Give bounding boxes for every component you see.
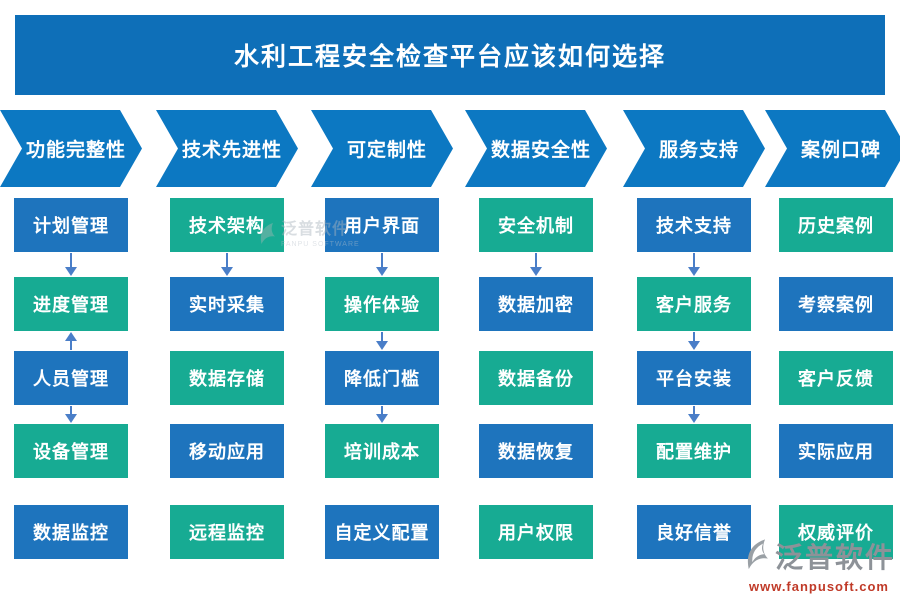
connector-gap	[765, 252, 900, 277]
connector-gap	[465, 252, 607, 277]
column-header-label: 案例口碑	[800, 140, 881, 161]
item-box: 数据监控	[14, 505, 128, 559]
column-header-chevron: 案例口碑	[765, 110, 900, 187]
down-arrow-icon	[374, 332, 390, 350]
item-box: 技术支持	[637, 198, 751, 252]
logo-name: 泛普软件	[774, 541, 895, 573]
item-box: 技术架构	[170, 198, 284, 252]
item-box: 客户反馈	[779, 351, 893, 405]
item-box: 培训成本	[325, 424, 439, 478]
down-arrow-icon	[63, 253, 79, 276]
down-arrow-icon	[686, 332, 702, 350]
connector-gap	[156, 331, 298, 351]
connector-gap	[0, 478, 142, 505]
column-header-label: 功能完整性	[25, 140, 126, 161]
connector-gap	[623, 252, 765, 277]
item-box: 人员管理	[14, 351, 128, 405]
connector-gap	[311, 405, 453, 424]
column-header-label: 技术先进性	[181, 140, 282, 161]
connector-gap	[0, 331, 142, 351]
title-banner: 水利工程安全检查平台应该如何选择	[15, 15, 885, 95]
connector-gap	[311, 331, 453, 351]
column-header-chevron: 功能完整性	[0, 110, 142, 187]
connector-gap	[465, 405, 607, 424]
item-box: 安全机制	[479, 198, 593, 252]
down-arrow-icon	[374, 406, 390, 423]
down-arrow-icon	[686, 253, 702, 276]
connector-gap	[765, 405, 900, 424]
column-header-label: 服务支持	[658, 140, 739, 161]
column-1: 功能完整性计划管理进度管理人员管理设备管理数据监控	[0, 110, 142, 559]
column-header-label: 可定制性	[346, 140, 427, 161]
item-box: 自定义配置	[325, 505, 439, 559]
connector-gap	[311, 252, 453, 277]
connector-gap	[623, 405, 765, 424]
item-box: 数据备份	[479, 351, 593, 405]
column-2: 技术先进性技术架构实时采集数据存储移动应用远程监控	[156, 110, 298, 559]
item-box: 用户界面	[325, 198, 439, 252]
connector-gap	[623, 478, 765, 505]
connector-gap	[465, 478, 607, 505]
item-box: 设备管理	[14, 424, 128, 478]
item-box: 进度管理	[14, 277, 128, 331]
connector-gap	[156, 478, 298, 505]
page-title: 水利工程安全检查平台应该如何选择	[233, 43, 666, 71]
connector-gap	[623, 331, 765, 351]
connector-gap	[0, 252, 142, 277]
item-box: 实时采集	[170, 277, 284, 331]
down-arrow-icon	[374, 253, 390, 276]
item-box: 考察案例	[779, 277, 893, 331]
logo-url: www.fanpusoft.com	[748, 579, 889, 594]
item-box: 用户权限	[479, 505, 593, 559]
item-box: 数据存储	[170, 351, 284, 405]
connector-gap	[156, 252, 298, 277]
down-arrow-icon	[686, 406, 702, 423]
item-box: 良好信誉	[637, 505, 751, 559]
column-header-label: 数据安全性	[490, 140, 591, 161]
down-arrow-icon	[219, 253, 235, 276]
item-box: 数据恢复	[479, 424, 593, 478]
item-box: 客户服务	[637, 277, 751, 331]
item-box: 实际应用	[779, 424, 893, 478]
column-header-chevron: 可定制性	[311, 110, 453, 187]
column-5: 服务支持技术支持客户服务平台安装配置维护良好信誉	[623, 110, 765, 559]
item-box: 历史案例	[779, 198, 893, 252]
down-arrow-icon	[63, 406, 79, 423]
down-arrow-icon	[528, 253, 544, 276]
item-box: 操作体验	[325, 277, 439, 331]
item-box: 数据加密	[479, 277, 593, 331]
column-header-chevron: 服务支持	[623, 110, 765, 187]
connector-gap	[311, 478, 453, 505]
item-box: 权威评价	[779, 505, 893, 559]
connector-gap	[156, 405, 298, 424]
connector-gap	[465, 331, 607, 351]
up-arrow-icon	[63, 332, 79, 350]
column-header-chevron: 数据安全性	[465, 110, 607, 187]
connector-gap	[0, 405, 142, 424]
column-4: 数据安全性安全机制数据加密数据备份数据恢复用户权限	[465, 110, 607, 559]
item-box: 平台安装	[637, 351, 751, 405]
column-6: 案例口碑历史案例考察案例客户反馈实际应用权威评价	[765, 110, 900, 559]
connector-gap	[765, 331, 900, 351]
item-box: 远程监控	[170, 505, 284, 559]
item-box: 配置维护	[637, 424, 751, 478]
item-box: 移动应用	[170, 424, 284, 478]
item-box: 计划管理	[14, 198, 128, 252]
column-header-chevron: 技术先进性	[156, 110, 298, 187]
fanpu-logo: 泛普软件 www.fanpusoft.com	[743, 538, 895, 594]
item-box: 降低门槛	[325, 351, 439, 405]
fanpu-logo-icon	[743, 538, 773, 577]
connector-gap	[765, 478, 900, 505]
column-3: 可定制性用户界面操作体验降低门槛培训成本自定义配置	[311, 110, 453, 559]
